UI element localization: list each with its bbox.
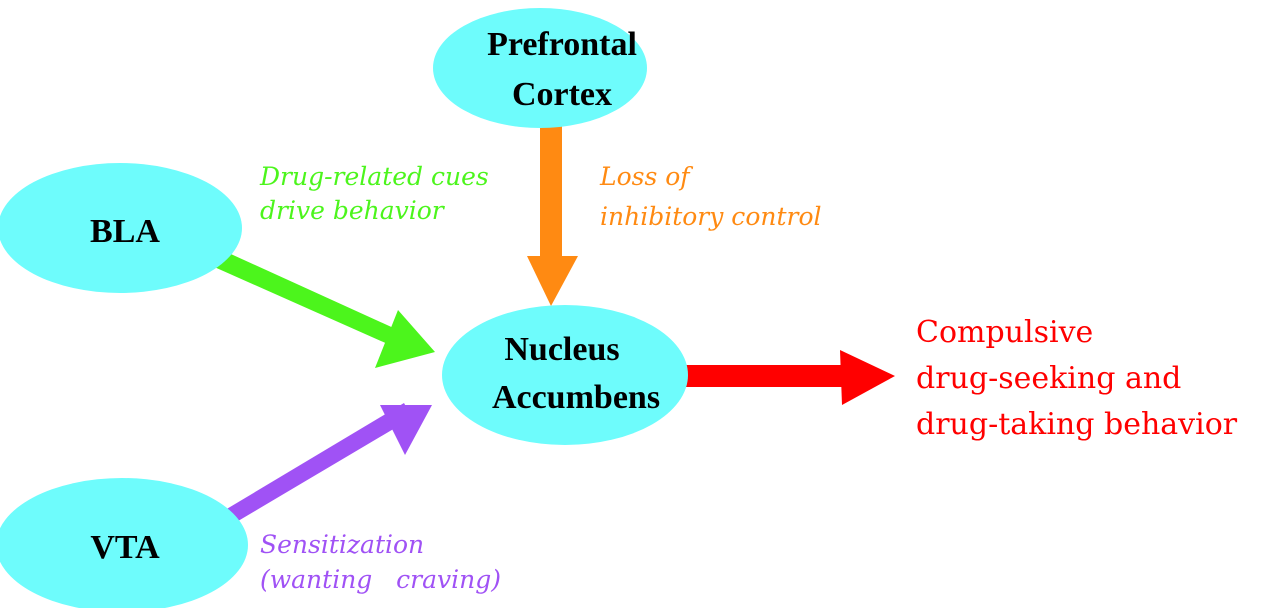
node-nucleus-accumbens: Nucleus Accumbens (442, 305, 688, 445)
edge-label-line: drive behavior (260, 196, 446, 225)
node-bla: BLA (0, 163, 242, 293)
edge-label-line: inhibitory control (600, 202, 822, 231)
node-label-line: Accumbens (492, 379, 660, 416)
outcome-line: drug-taking behavior (916, 407, 1238, 442)
node-prefrontal-cortex: Prefrontal Cortex (433, 8, 647, 128)
outcome-line: Compulsive (916, 315, 1093, 350)
outcome-text: Compulsive drug-seeking and drug-taking … (916, 315, 1238, 442)
arrow-bla-to-nac (212, 250, 435, 368)
outcome-line: drug-seeking and (916, 361, 1181, 396)
arrow-vta-to-nac (225, 403, 432, 524)
edge-label-vta: Sensitization (wanting craving) (260, 530, 501, 594)
node-label-line: VTA (90, 529, 160, 566)
edge-label-line: Loss of (599, 162, 693, 191)
node-label-line: Cortex (512, 76, 612, 113)
node-label-line: Prefrontal (487, 26, 637, 63)
node-label-line: BLA (90, 213, 160, 250)
node-label-line: Nucleus (504, 331, 619, 368)
edge-label-line: Drug-related cues (259, 162, 489, 191)
edge-label-line: (wanting craving) (260, 565, 501, 594)
edge-label-pfc: Loss of inhibitory control (599, 162, 822, 231)
edge-label-line: Sensitization (260, 530, 424, 559)
node-vta: VTA (0, 478, 248, 608)
edge-label-bla: Drug-related cues drive behavior (259, 162, 489, 225)
arrow-nac-to-outcome (680, 350, 895, 405)
arrow-pfc-to-nac (527, 120, 578, 306)
